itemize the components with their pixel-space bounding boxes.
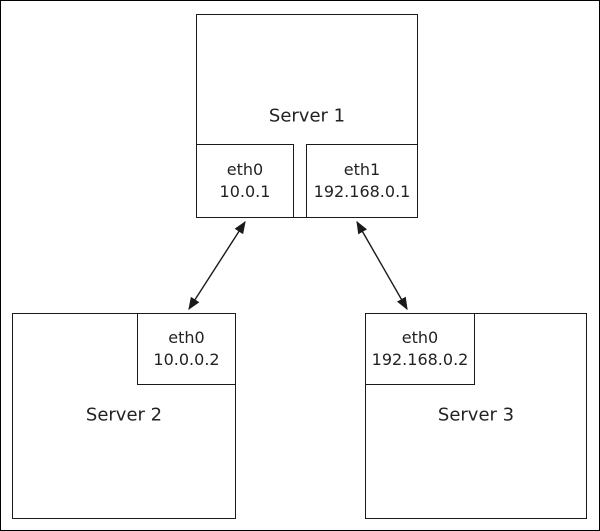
server-1-label: Server 1 (268, 105, 346, 127)
server-1-eth0-name: eth0 (226, 160, 264, 179)
server-2-eth0-box: eth0 10.0.0.2 (137, 313, 236, 385)
server-2-eth0-ip: 10.0.0.2 (153, 350, 220, 369)
server-3-label: Server 3 (437, 404, 515, 426)
server-1-eth1-name: eth1 (343, 160, 381, 179)
server-1-eth1-ip: 192.168.0.1 (313, 182, 411, 201)
server-1-eth0-box: eth0 10.0.1 (196, 144, 294, 218)
server-2-label: Server 2 (85, 404, 163, 426)
server-1-eth0-ip: 10.0.1 (219, 182, 271, 201)
server-3-eth0-ip: 192.168.0.2 (371, 350, 469, 369)
server-2-eth0-name: eth0 (168, 328, 205, 347)
server-1-eth1-box: eth1 192.168.0.1 (306, 144, 418, 218)
server-3-eth0-box: eth0 192.168.0.2 (365, 313, 475, 385)
server-3-eth0-name: eth0 (401, 328, 439, 347)
